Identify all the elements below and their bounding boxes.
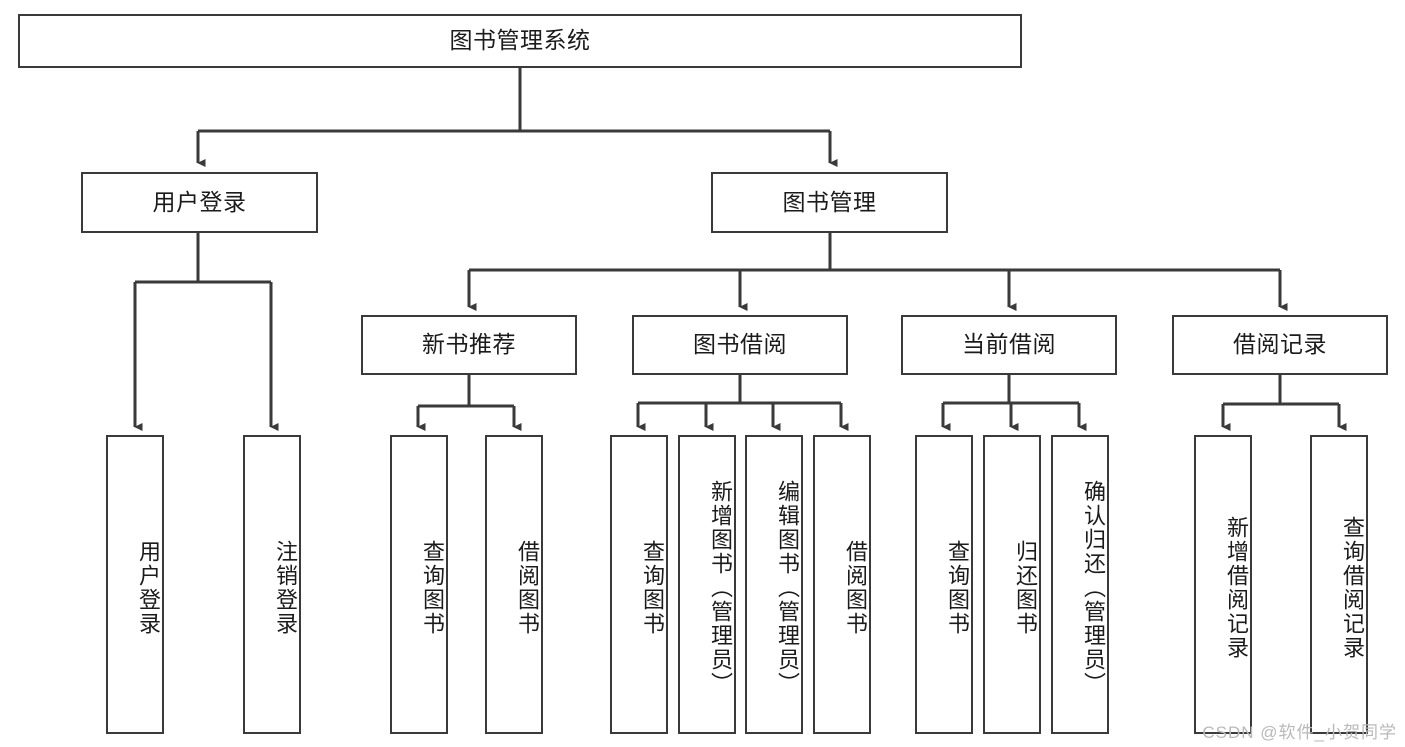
node-label: 查询借阅记录	[1340, 515, 1365, 660]
node-label: 图书管理系统	[449, 27, 591, 54]
node-label: 编辑图书（管理员）	[775, 479, 800, 696]
leaf-bb-edit-book-admin[interactable]: 编辑图书（管理员）	[745, 435, 803, 734]
node-borrow-records[interactable]: 借阅记录	[1172, 315, 1388, 375]
node-label: 图书管理	[782, 188, 877, 215]
node-label: 查询图书	[945, 539, 970, 636]
node-label: 借阅图书	[515, 539, 540, 636]
node-label: 归还图书	[1013, 539, 1038, 636]
node-book-borrow[interactable]: 图书借阅	[632, 315, 848, 375]
node-label: 图书借阅	[693, 331, 787, 358]
leaf-user-login[interactable]: 用户登录	[106, 435, 164, 734]
csdn-watermark: CSDN @软件_小贺同学	[1202, 723, 1397, 742]
node-label: 注销登录	[273, 539, 298, 636]
node-label: 查询图书	[420, 539, 445, 636]
leaf-cb-query-book[interactable]: 查询图书	[915, 435, 973, 734]
leaf-nbr-borrow-book[interactable]: 借阅图书	[485, 435, 543, 734]
node-user-login[interactable]: 用户登录	[81, 172, 318, 233]
node-label: 确认归还（管理员）	[1081, 479, 1106, 696]
leaf-logout[interactable]: 注销登录	[243, 435, 301, 734]
leaf-br-query-record[interactable]: 查询借阅记录	[1310, 435, 1368, 734]
leaf-bb-add-book-admin[interactable]: 新增图书（管理员）	[678, 435, 736, 734]
node-label: 用户登录	[152, 188, 247, 215]
leaf-bb-query-book[interactable]: 查询图书	[610, 435, 668, 734]
node-new-book-recommend[interactable]: 新书推荐	[361, 315, 577, 375]
node-label: 借阅记录	[1233, 331, 1327, 358]
node-label: 新增图书（管理员）	[708, 479, 733, 696]
node-label: 新增借阅记录	[1224, 515, 1249, 660]
leaf-cb-return-book[interactable]: 归还图书	[983, 435, 1041, 734]
node-current-borrow[interactable]: 当前借阅	[901, 315, 1117, 375]
node-book-management[interactable]: 图书管理	[711, 172, 948, 233]
leaf-bb-borrow-book[interactable]: 借阅图书	[813, 435, 871, 734]
node-root-book-management-system[interactable]: 图书管理系统	[18, 14, 1022, 68]
node-label: 查询图书	[640, 539, 665, 636]
node-label: 借阅图书	[843, 539, 868, 636]
node-label: 用户登录	[136, 539, 161, 636]
leaf-cb-confirm-return-admin[interactable]: 确认归还（管理员）	[1051, 435, 1109, 734]
node-label: 当前借阅	[962, 331, 1056, 358]
leaf-br-add-record[interactable]: 新增借阅记录	[1194, 435, 1252, 734]
node-label: 新书推荐	[422, 331, 516, 358]
leaf-nbr-query-book[interactable]: 查询图书	[390, 435, 448, 734]
